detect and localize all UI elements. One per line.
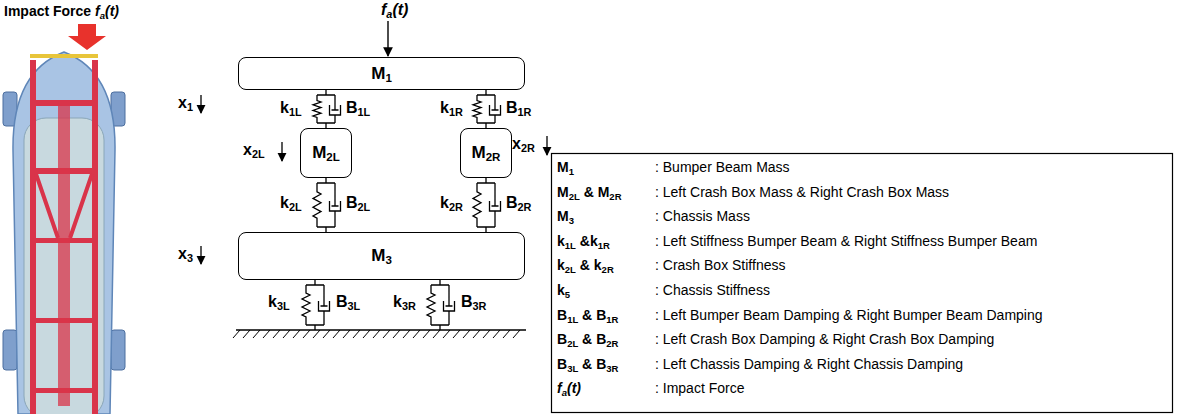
table-frame <box>552 154 1173 413</box>
table-description: : Left Chassis Damping & Right Chassis D… <box>655 356 963 372</box>
table-symbol: B1L & B1R <box>557 307 618 323</box>
table-description: : Left Crash Box Damping & Right Crash B… <box>655 331 994 347</box>
stiffness-label: k3R <box>393 293 416 311</box>
table-symbol: B3L & B3R <box>557 356 618 372</box>
table-description: : Chassis Mass <box>655 208 750 224</box>
stiffness-label: k2R <box>440 194 463 212</box>
stiffness-label: k1L <box>280 99 302 117</box>
spring-damper-connector <box>473 90 501 128</box>
mass-label: M2L <box>312 143 340 163</box>
spring-damper-connector <box>473 178 501 232</box>
table-symbol: k2L & k2R <box>557 257 614 273</box>
displacement-label: x2R <box>512 135 535 153</box>
spring-damper-connector <box>313 178 341 232</box>
spring-damper <box>473 178 501 232</box>
stiffness-label: k3L <box>268 293 290 311</box>
car-illustration <box>3 52 125 414</box>
table-symbol: k5 <box>557 282 570 298</box>
displacement-label: x1 <box>178 94 193 112</box>
stiffness-label: k2L <box>280 194 302 212</box>
damping-label: B3R <box>461 293 486 311</box>
spring-damper <box>427 280 455 330</box>
table-symbol: k1L &k1R <box>557 233 610 249</box>
mass-block: M2L <box>300 128 352 178</box>
mass-block: M2R <box>460 128 512 178</box>
table-description: : Bumper Beam Mass <box>655 159 790 175</box>
table-symbol: M3 <box>557 208 574 224</box>
impact-arrow <box>68 24 106 50</box>
mass-label: M3 <box>371 246 392 266</box>
mass-label: M2R <box>472 143 501 163</box>
table-description: : Chassis Stiffness <box>655 282 770 298</box>
mass-block: M3 <box>238 232 525 280</box>
displacement-label: x3 <box>178 245 193 263</box>
displacement-arrow <box>281 142 282 161</box>
damping-label: B3L <box>336 293 360 311</box>
table-symbol: M1 <box>557 159 574 175</box>
force-arrow <box>387 21 388 56</box>
table-symbol: M2L & M2R <box>557 184 622 200</box>
damping-label: B1R <box>506 99 531 117</box>
damping-label: B2R <box>506 194 531 212</box>
table-description: : Left Bumper Beam Damping & Right Bumpe… <box>655 307 1043 323</box>
displacement-arrow <box>200 246 201 264</box>
table-description: : Left Crash Box Mass & Right Crash Box … <box>655 184 949 200</box>
spring-damper <box>313 90 341 128</box>
mass-label: M1 <box>371 64 392 84</box>
displacement-label: x2L <box>243 141 265 159</box>
damping-label: B1L <box>346 99 370 117</box>
table-description: : Crash Box Stiffness <box>655 257 785 273</box>
figure-title: Impact Force fa(t) <box>4 3 119 19</box>
spring-damper <box>302 280 330 330</box>
mass-block: M1 <box>238 57 525 90</box>
table-description: : Left Stiffness Bumper Beam & Right Sti… <box>655 233 1037 249</box>
table-description: : Impact Force <box>655 380 744 396</box>
displacement-arrow <box>546 136 547 155</box>
table-symbol: fa(t) <box>557 380 581 396</box>
table-symbol: B2L & B2R <box>557 331 618 347</box>
force-label: fa(t) <box>381 1 408 19</box>
damping-label: B2L <box>346 194 370 212</box>
ground-spring-damper <box>302 280 455 330</box>
spring-damper <box>473 90 501 128</box>
ground-hatch <box>233 330 520 338</box>
spring-damper <box>313 178 341 232</box>
displacement-arrow <box>200 95 201 113</box>
spring-damper-connector <box>313 90 341 128</box>
stiffness-label: k1R <box>440 99 463 117</box>
